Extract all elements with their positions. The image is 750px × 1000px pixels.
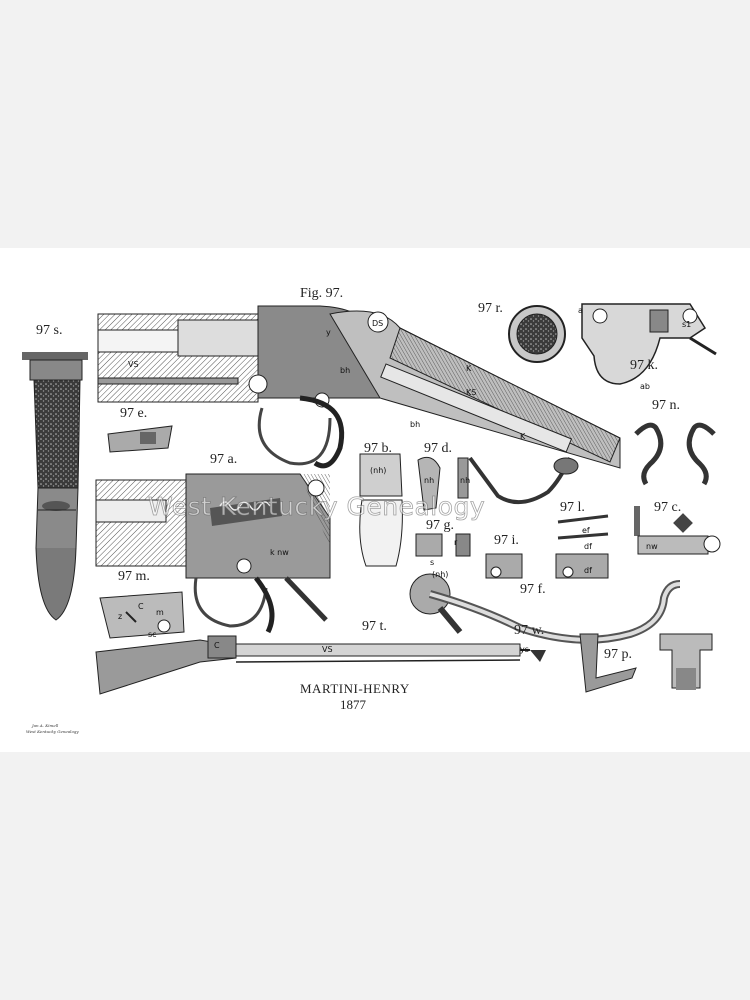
part-97r-drawing: [508, 305, 566, 363]
part-letter-vs: VS: [128, 360, 139, 369]
label-97w: 97 w.: [514, 623, 545, 638]
figure-title: Fig. 97.: [300, 286, 344, 301]
part-97i-drawing: [485, 553, 523, 579]
main-action-section-drawing: [97, 305, 621, 504]
part-97l-drawing: [555, 514, 609, 579]
part-letter-m: m: [156, 608, 164, 617]
part-97b-drawing: [359, 453, 403, 567]
part-97s-drawing: [22, 352, 88, 621]
part-letter-bh: bh: [340, 366, 351, 375]
part-letter-vs-rifle: VS: [322, 645, 333, 654]
part-letter-z: z: [118, 612, 123, 621]
label-97r: 97 r.: [478, 301, 503, 316]
signature-name: Jan A. Kimell: [32, 723, 59, 728]
part-97t-rifle-drawing: [95, 635, 530, 695]
part-letter-s1: s1: [682, 320, 692, 329]
part-97p-drawing: [579, 633, 713, 693]
part-letter-nh-2: (nh): [432, 570, 449, 579]
label-97a: 97 a.: [210, 452, 238, 467]
label-97n: 97 n.: [652, 398, 680, 413]
part-letter-nh-4: nh: [460, 476, 471, 485]
part-letter-c: C: [138, 602, 144, 611]
part-letter-ks: KS: [466, 388, 477, 397]
part-letter-nh: (nh): [370, 466, 387, 475]
part-letter-sc: sc: [148, 630, 157, 639]
part-letter-y: y: [326, 328, 331, 337]
label-97i: 97 i.: [494, 533, 519, 548]
watermark-text: West Kentucky Genealogy: [148, 492, 486, 522]
part-letter-r: r: [454, 538, 458, 547]
part-letter-df-2: df: [584, 566, 592, 575]
part-letter-ds: DS: [372, 319, 384, 328]
label-97k: 97 k.: [630, 358, 658, 373]
part-97m-drawing: [99, 591, 185, 639]
label-97e: 97 e.: [120, 406, 148, 421]
part-letter-ef: ef: [582, 526, 590, 535]
label-97s: 97 s.: [36, 323, 63, 338]
part-letter-knw: k nw: [270, 548, 289, 557]
part-letter-ab: ab: [640, 382, 650, 391]
caption-title: MARTINI-HENRY: [300, 681, 410, 696]
label-97b: 97 b.: [364, 441, 392, 456]
label-97d: 97 d.: [424, 441, 452, 456]
part-97d-drawing: [417, 456, 469, 511]
part-97f-drawing: [409, 573, 681, 644]
label-97l: 97 l.: [560, 500, 585, 515]
part-letter-nh-3: nh: [424, 476, 435, 485]
part-letter-bh-2: bh: [410, 420, 421, 429]
part-letter-ys: ys: [520, 645, 529, 654]
part-letter-a: a: [578, 306, 583, 315]
part-letter-s: s: [430, 558, 435, 567]
label-97p: 97 p.: [604, 647, 632, 662]
part-97k-drawing: [581, 303, 717, 385]
print-sheet: Fig. 97. 97 s. 97 e. 97 a. 97 m. 97 b. 9…: [0, 248, 750, 752]
engraving-plate: [22, 303, 721, 695]
label-97m: 97 m.: [118, 569, 150, 584]
part-97a-drawing: [95, 473, 331, 634]
part-letter-nw: nw: [646, 542, 658, 551]
label-97t: 97 t.: [362, 619, 387, 634]
part-letter-c-rifle: C: [214, 641, 220, 650]
part-97n-drawing: [634, 422, 716, 486]
part-letter-k-lower: K: [520, 432, 526, 441]
caption-year: 1877: [340, 697, 366, 712]
part-97g-drawing: [415, 533, 471, 557]
part-97e-drawing: [107, 425, 173, 453]
label-97g: 97 g.: [426, 518, 454, 533]
signature-org: West Kentucky Genealogy: [26, 729, 79, 734]
part-letter-k-upper: K: [466, 364, 472, 373]
label-97f: 97 f.: [520, 582, 546, 597]
part-letter-df: df: [584, 542, 592, 551]
label-97c: 97 c.: [654, 500, 682, 515]
part-97w-drawing: [530, 650, 546, 662]
